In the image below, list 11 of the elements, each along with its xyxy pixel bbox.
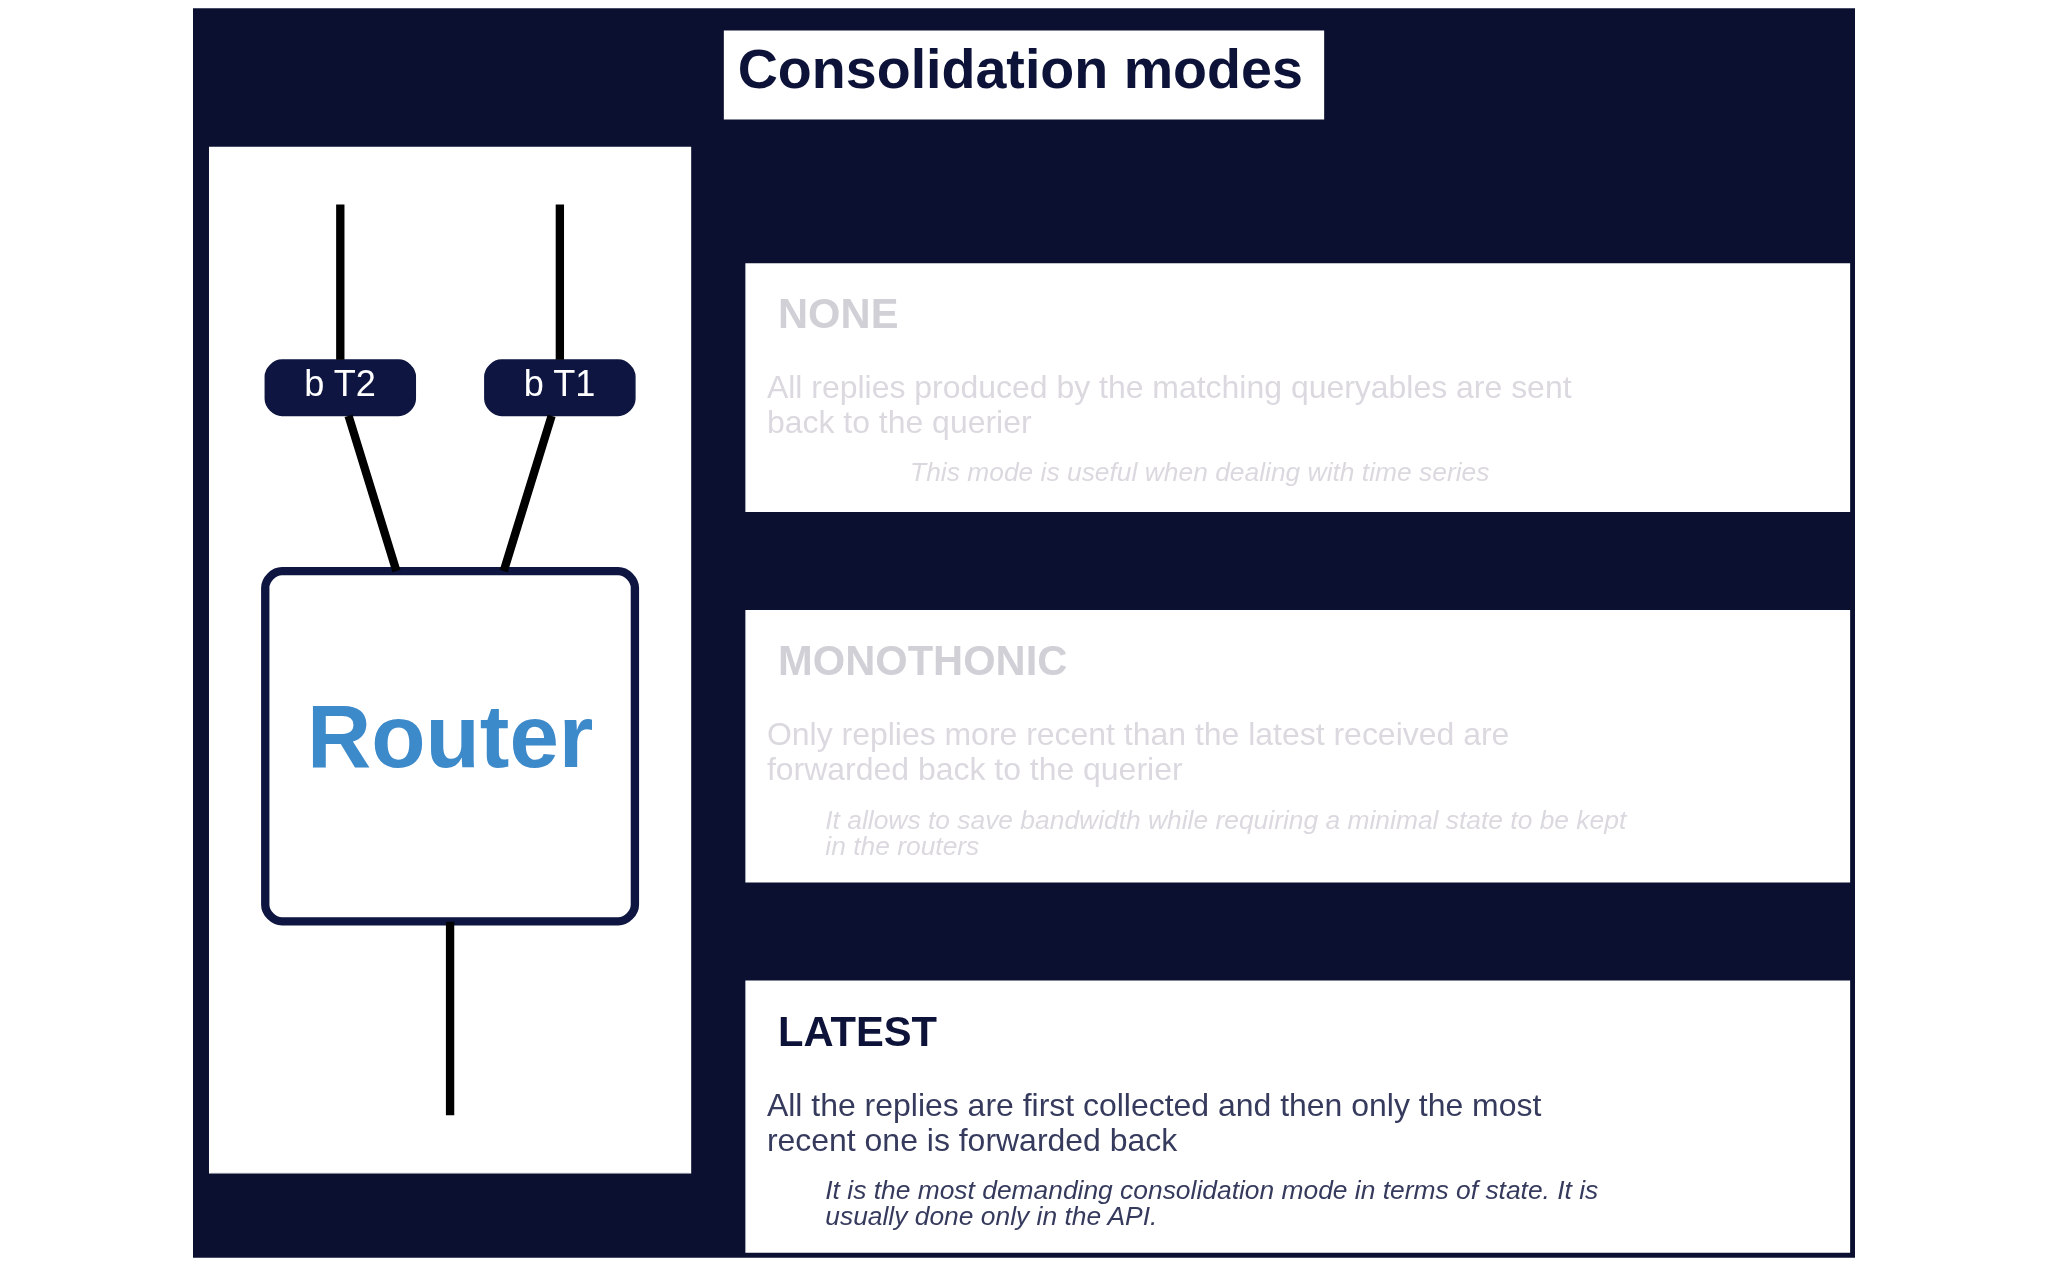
node-box: b T1 — [484, 359, 636, 417]
connector — [499, 414, 556, 573]
connector — [336, 204, 345, 360]
connector — [344, 414, 401, 573]
node-box: Router — [261, 567, 640, 926]
diagram-title: Consolidation modes — [737, 37, 1303, 100]
node-box: b T2 — [264, 359, 417, 417]
connector — [445, 921, 455, 1116]
cluster — [209, 146, 692, 1174]
connector — [555, 204, 565, 360]
node-box: LATEST All the replies are first collected and then only the most recent one is forwarded back It is the most demanding consolidation mode in terms of state. It is usually done only in the API. — [745, 980, 1851, 1253]
